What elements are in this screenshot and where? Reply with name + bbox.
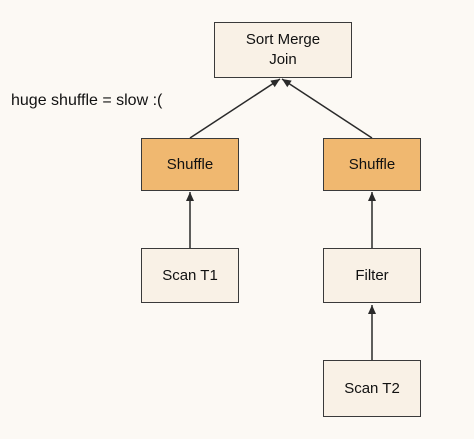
node-filter: Filter xyxy=(323,248,421,303)
edge-shuffle-left-to-join xyxy=(189,78,281,139)
annotation-text: huge shuffle = slow :( xyxy=(11,92,163,109)
node-shuffle-right: Shuffle xyxy=(323,138,421,191)
node-label: Scan T2 xyxy=(344,379,400,397)
node-scan-t2: Scan T2 xyxy=(323,360,421,417)
node-label: Filter xyxy=(355,266,389,284)
edge-shuffle-right-to-join xyxy=(281,78,373,139)
node-label: Sort Merge Join xyxy=(245,31,321,68)
node-sort-merge-join: Sort Merge Join xyxy=(214,22,352,78)
node-scan-t1: Scan T1 xyxy=(141,248,239,303)
node-label: Scan T1 xyxy=(162,266,218,284)
node-label: Shuffle xyxy=(348,155,396,173)
node-shuffle-left: Shuffle xyxy=(141,138,239,191)
node-label: Shuffle xyxy=(166,155,214,173)
